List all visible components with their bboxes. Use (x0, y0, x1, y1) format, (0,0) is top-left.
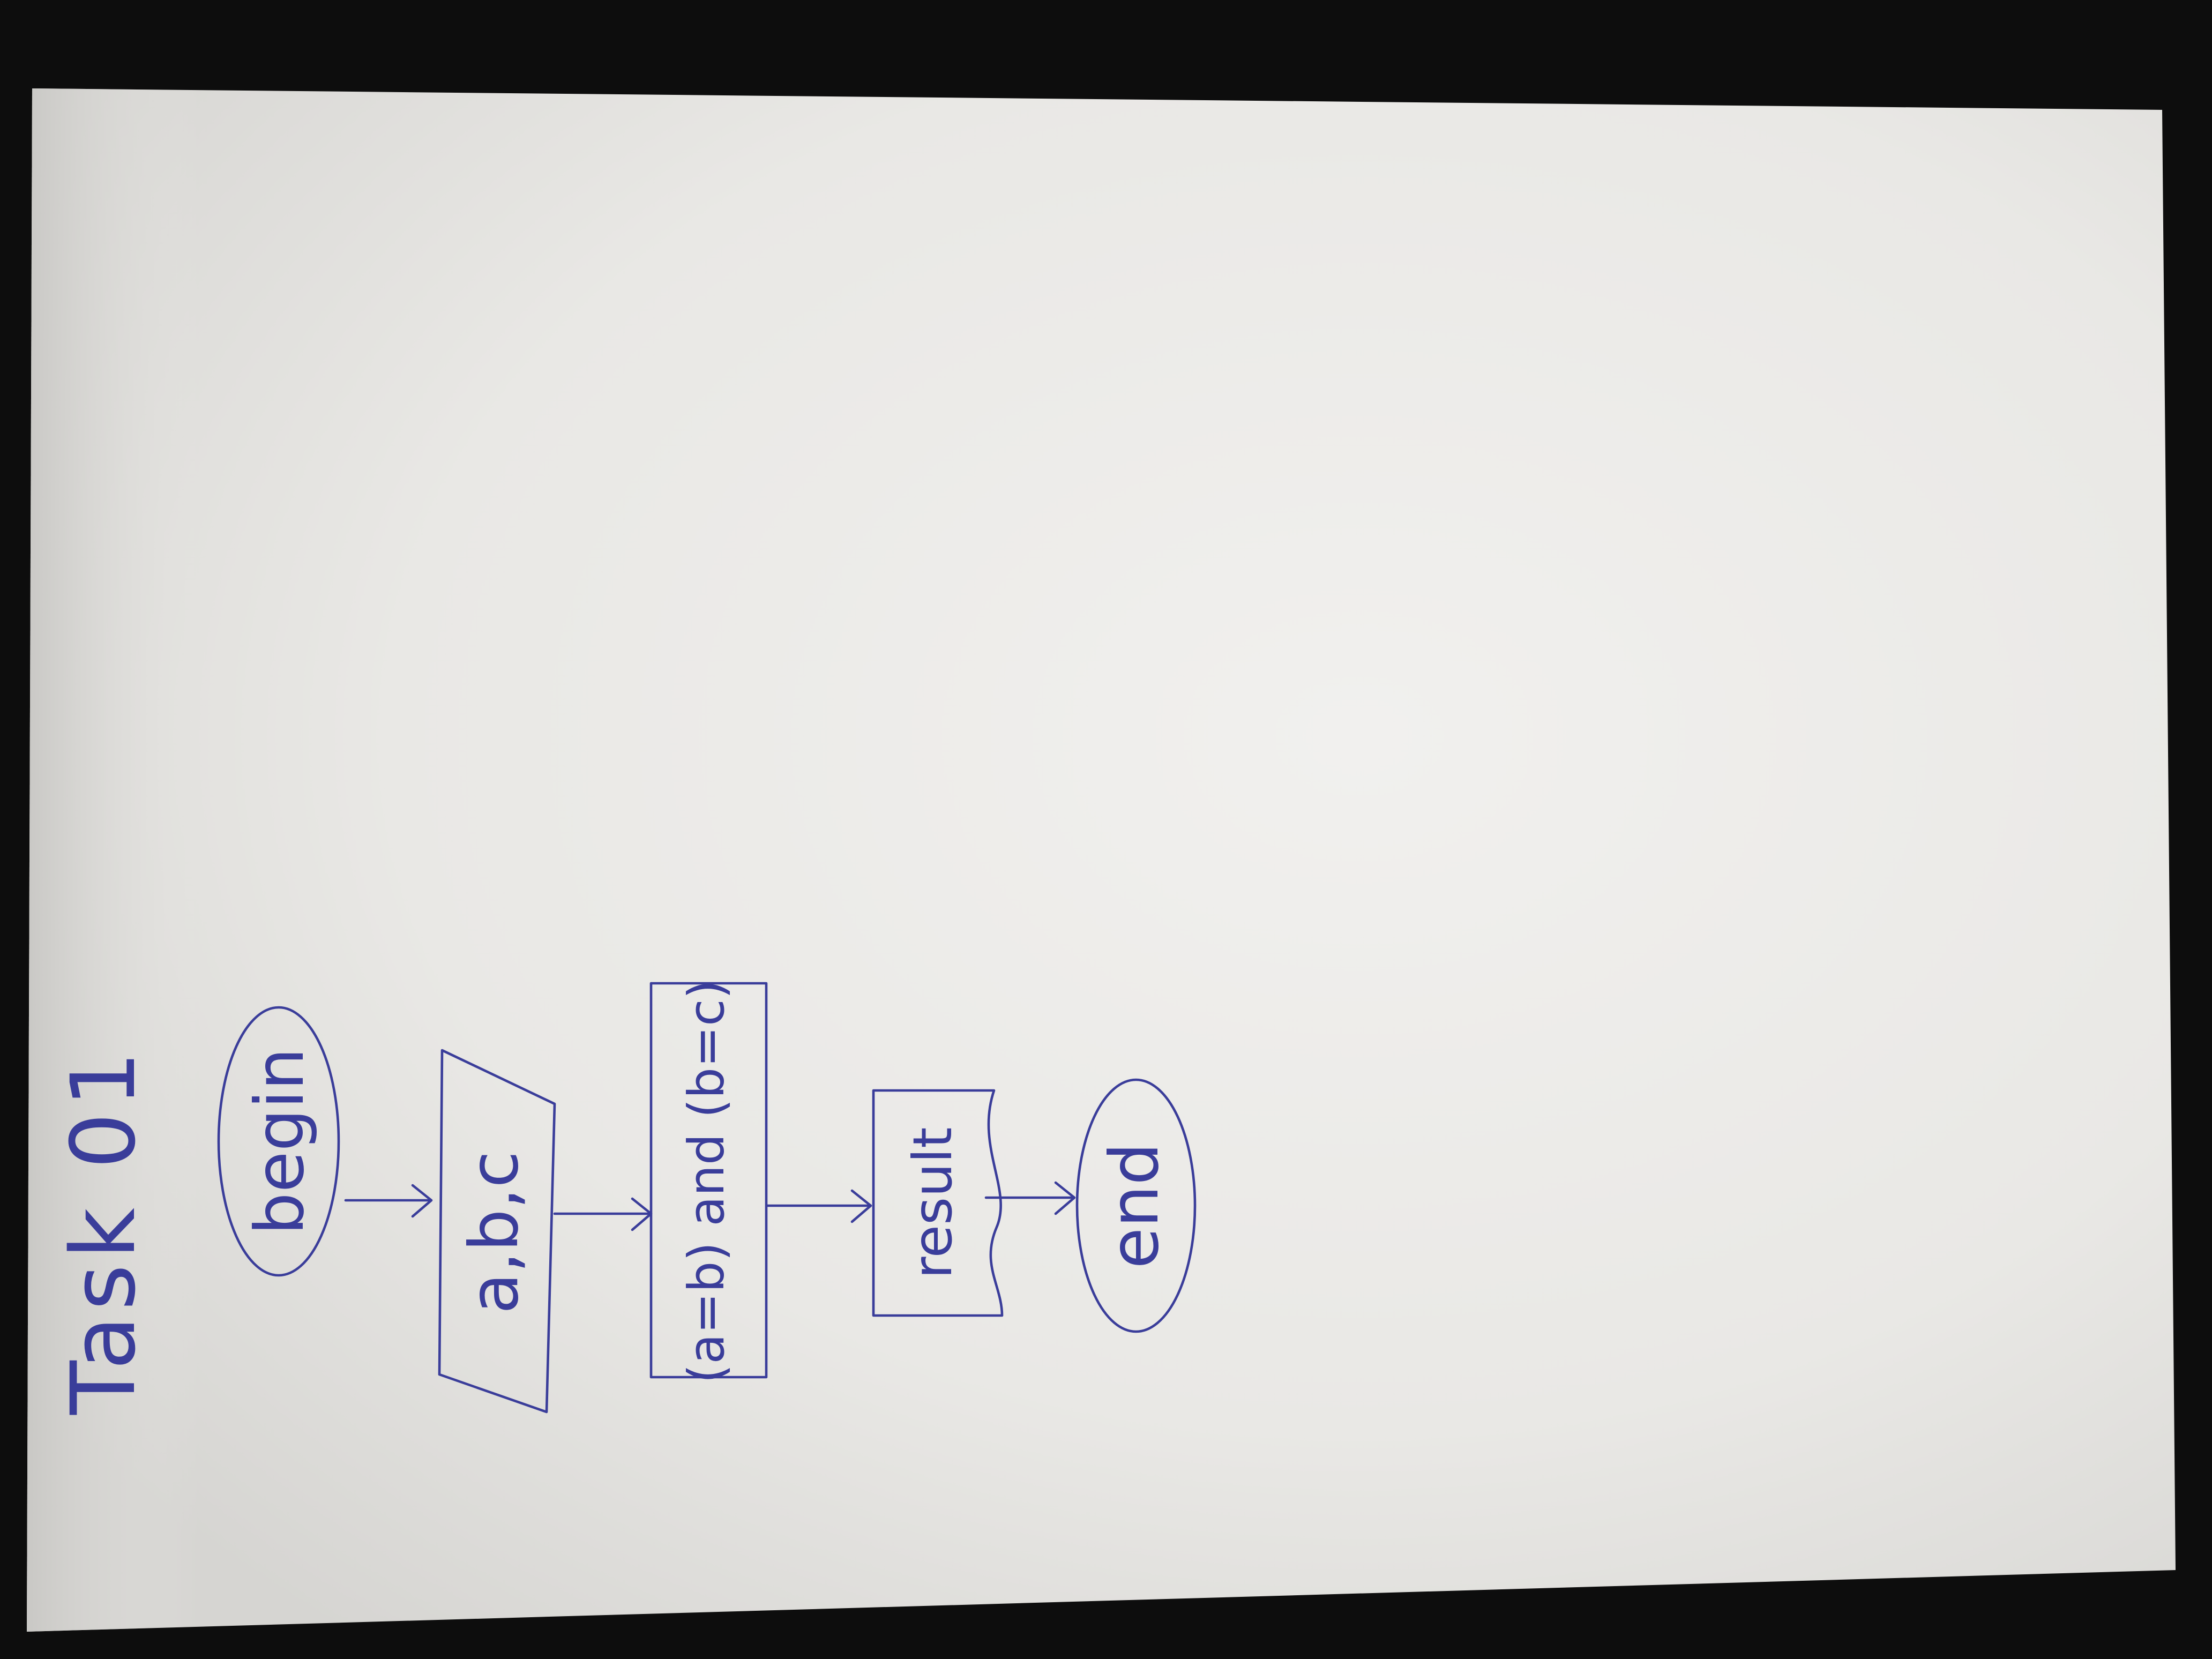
process-node: (a=b) and (b=c) (649, 980, 768, 1384)
title-text: Task 01 (52, 1045, 155, 1415)
output-node: result (872, 1089, 1004, 1317)
arrow-start-input (344, 1184, 433, 1218)
arrow-output-end (984, 1181, 1076, 1215)
start-node-label: begin (241, 1048, 319, 1235)
start-node: begin (217, 1006, 340, 1277)
input-node-label: a,b,c (455, 1151, 533, 1314)
process-node-label: (a=b) and (b=c) (678, 980, 735, 1383)
input-node: a,b,c (438, 1049, 556, 1414)
arrow-process-output (766, 1189, 872, 1223)
end-node: end (1075, 1078, 1197, 1333)
end-node-label: end (1096, 1142, 1174, 1268)
flowchart: Task 01 begin a,b,c (52, 980, 1197, 1415)
output-node-label: result (901, 1127, 964, 1279)
